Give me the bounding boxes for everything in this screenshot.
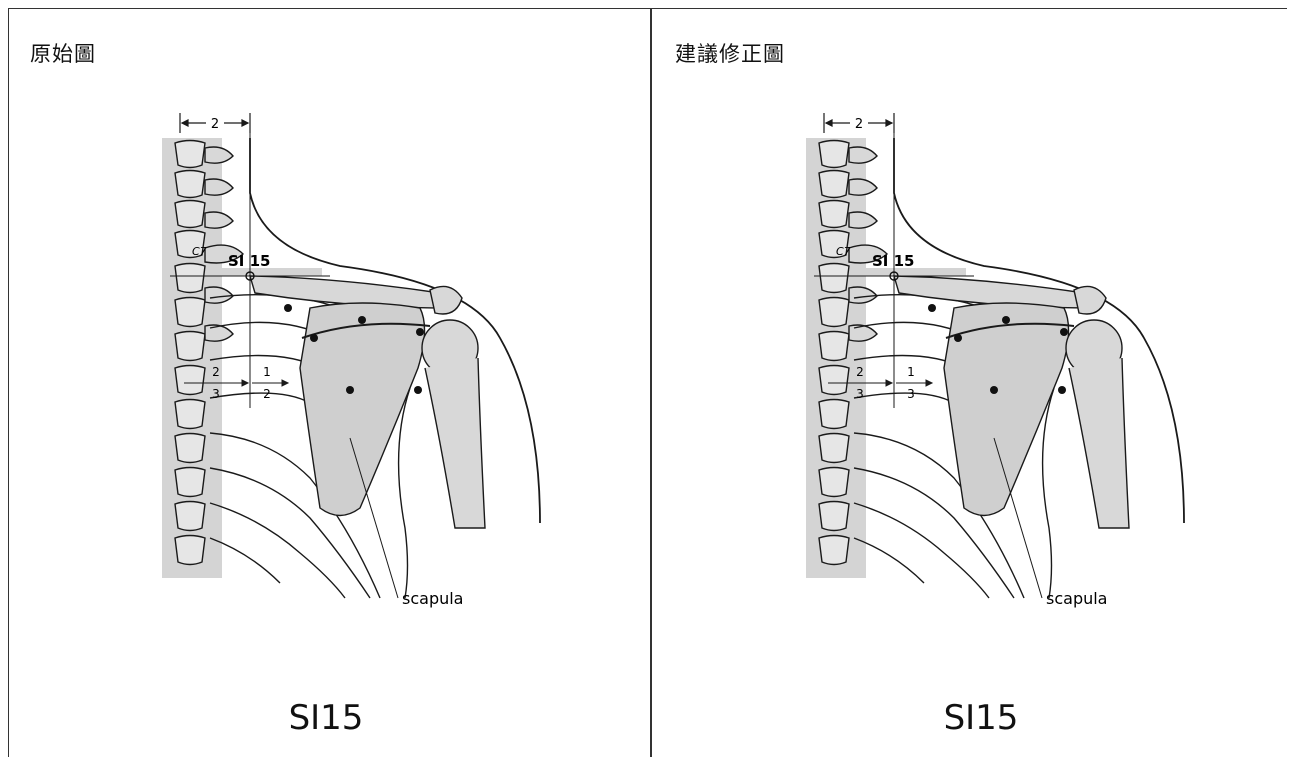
measure-right-bottom: 3	[907, 387, 915, 401]
acupoint-dot	[414, 386, 422, 394]
acupoint-dot	[346, 386, 354, 394]
acupoint-code: SI15	[661, 698, 1289, 738]
measure-left-bottom: 3	[212, 387, 220, 401]
acupoint-dot	[284, 304, 292, 312]
acupoint-dot	[416, 328, 424, 336]
anatomy-figure: 2 C7 SI 15 2 3 1 2 scapula	[10, 8, 650, 757]
acupoint-dot	[358, 316, 366, 324]
measure-right-bottom: 2	[263, 387, 271, 401]
measure-left-top: 2	[212, 365, 220, 379]
acupoint-dot	[928, 304, 936, 312]
dimension-label: 2	[855, 117, 863, 132]
vertebra-label: C7	[192, 245, 207, 258]
acupoint-dot	[310, 334, 318, 342]
acupoint-code: SI15	[6, 698, 646, 738]
measure-left-top: 2	[856, 365, 864, 379]
vertebra-label: C7	[836, 245, 851, 258]
acupoint-label: SI 15	[872, 252, 914, 270]
anatomy-illustration	[806, 118, 1184, 598]
scapula-callout: scapula	[1046, 589, 1107, 608]
anatomy-figure: 2 C7 SI 15 2 3 1 3 scapula	[651, 8, 1289, 757]
measure-right-top: 1	[263, 365, 271, 379]
acupoint-label: SI 15	[228, 252, 270, 270]
anatomy-illustration	[162, 118, 540, 598]
measure-left-bottom: 3	[856, 387, 864, 401]
corrected-panel: 建議修正圖	[651, 8, 1289, 757]
dimension-label: 2	[211, 117, 219, 132]
acupoint-dot	[990, 386, 998, 394]
acupoint-dot	[1060, 328, 1068, 336]
acupoint-dot	[1002, 316, 1010, 324]
acupoint-dot	[1058, 386, 1066, 394]
measure-right-top: 1	[907, 365, 915, 379]
acupoint-dot	[954, 334, 962, 342]
original-panel: 原始圖	[10, 8, 650, 757]
scapula-callout: scapula	[402, 589, 463, 608]
